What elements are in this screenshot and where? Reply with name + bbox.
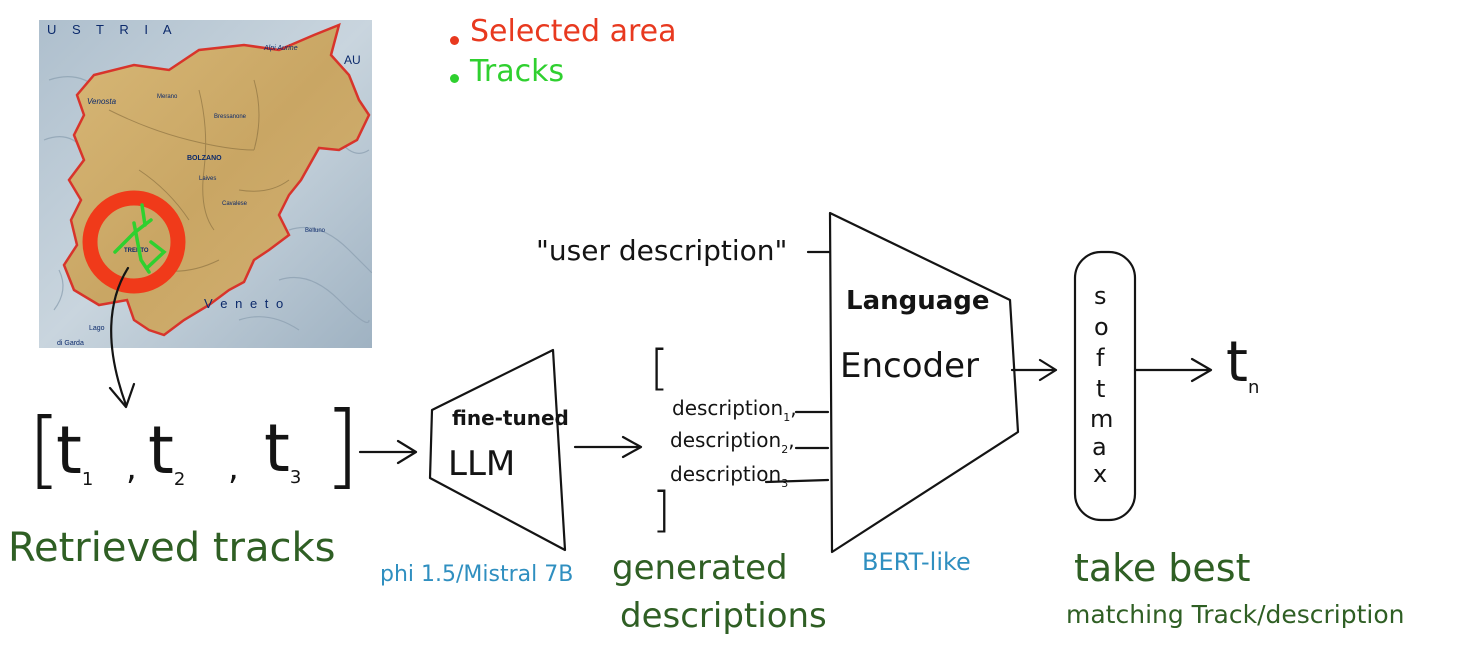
map-label-lago: Lago: [89, 325, 105, 332]
encoder-label-line2: Encoder: [840, 346, 980, 386]
description-1-text: description: [672, 396, 784, 420]
map-labels: U S T R I A AU Alpi Aurine Venosta Meran…: [47, 22, 361, 347]
map-to-tracks-arrowhead: [108, 382, 136, 409]
tracks-sep-2: ,: [228, 448, 239, 488]
tracks-legend-label: Tracks: [470, 54, 565, 89]
llm-box: [428, 348, 567, 552]
track-2-label: t: [148, 412, 174, 489]
map-label-laives: Laives: [199, 176, 216, 182]
map-to-tracks-arrow: [110, 266, 130, 407]
description-2-sub: 2: [781, 443, 789, 456]
tracks-close-bracket: ]: [324, 392, 360, 499]
track-2-sub: 2: [173, 469, 186, 490]
llm-label-line1: fine-tuned: [452, 406, 569, 430]
map-label-bressanone: Bressanone: [214, 114, 247, 120]
tracks-legend-dot: [450, 74, 459, 83]
softmax-box: [1073, 250, 1137, 522]
softmax-to-output-arrow: [1133, 357, 1213, 383]
map-label-veneto: V e n e t o: [204, 296, 285, 311]
final-caption-line1: take best: [1074, 546, 1251, 590]
retrieved-tracks-caption: Retrieved tracks: [8, 525, 336, 571]
softmax-letter-a: a: [1092, 433, 1107, 461]
selected-area-legend-dot: [450, 36, 459, 45]
description-1-suffix: ,: [790, 396, 797, 420]
track-3-sub: 3: [289, 467, 302, 488]
map-label-alpi-aurine: Alpi Aurine: [263, 45, 298, 52]
description-item-1: description1,: [672, 396, 797, 424]
llm-label-line2: LLM: [448, 444, 516, 484]
output-track-label: t: [1226, 330, 1248, 395]
encoder-caption: BERT-like: [862, 548, 971, 576]
user-description-label: "user description": [536, 234, 788, 267]
encoder-to-softmax-arrow: [1010, 358, 1058, 382]
description-item-3: description3: [670, 462, 788, 490]
map-label-austria: U S T R I A: [47, 22, 178, 37]
selected-area-legend-label: Selected area: [470, 14, 677, 49]
tracks-to-llm-arrow: [358, 439, 418, 465]
track-lines: [113, 203, 167, 274]
map-image: U S T R I A AU Alpi Aurine Venosta Meran…: [39, 20, 372, 348]
description-3-text: description: [670, 462, 782, 486]
description-2-text: description: [670, 428, 782, 452]
map-label-merano: Merano: [157, 94, 178, 100]
map-label-bolzano: BOLZANO: [187, 155, 222, 162]
description-item-2: description2,: [670, 428, 795, 456]
description-3-sub: 3: [781, 477, 789, 490]
final-caption-line2: matching Track/description: [1066, 600, 1405, 629]
encoder-label-line1: Language: [846, 286, 990, 316]
softmax-letter-s: s: [1094, 282, 1107, 310]
map-label-au: AU: [344, 53, 361, 67]
softmax-letter-o: o: [1094, 313, 1109, 341]
map-label-cavalese: Cavalese: [222, 201, 248, 207]
description-3-line: [764, 478, 830, 484]
track-1-label: t: [56, 412, 82, 489]
track-3-label: t: [264, 410, 290, 487]
track-1-sub: 1: [81, 469, 94, 490]
encoder-box: [828, 211, 1020, 554]
softmax-letter-m: m: [1090, 405, 1114, 433]
track-3: t3: [264, 410, 302, 488]
map-inset: U S T R I A AU Alpi Aurine Venosta Meran…: [39, 20, 372, 348]
descriptions-close-bracket: ]: [652, 482, 671, 538]
track-2: t2: [148, 412, 186, 490]
tracks-open-bracket: [: [28, 400, 61, 498]
map-label-trento: TRENTO: [124, 248, 149, 254]
generated-caption-line1: generated: [612, 548, 788, 588]
softmax-letter-x: x: [1093, 460, 1108, 488]
output-track: tn: [1226, 330, 1260, 398]
generated-caption-line2: descriptions: [620, 596, 827, 636]
selected-area-circle: [82, 190, 186, 294]
map-label-garda: di Garda: [57, 340, 84, 347]
llm-to-descriptions-arrow: [573, 435, 643, 459]
track-1: t1: [56, 412, 94, 490]
output-track-sub: n: [1247, 377, 1260, 398]
llm-caption: phi 1.5/Mistral 7B: [380, 562, 574, 587]
description-2-suffix: ,: [788, 428, 795, 452]
map-label-belluno: Belluno: [305, 228, 326, 234]
map-label-venosta: Venosta: [87, 97, 117, 106]
softmax-letter-f: f: [1096, 344, 1105, 372]
tracks-sep-1: ,: [126, 448, 137, 488]
softmax-letter-t: t: [1096, 375, 1106, 403]
descriptions-open-bracket: [: [650, 340, 669, 396]
description-1-sub: 1: [783, 411, 791, 424]
